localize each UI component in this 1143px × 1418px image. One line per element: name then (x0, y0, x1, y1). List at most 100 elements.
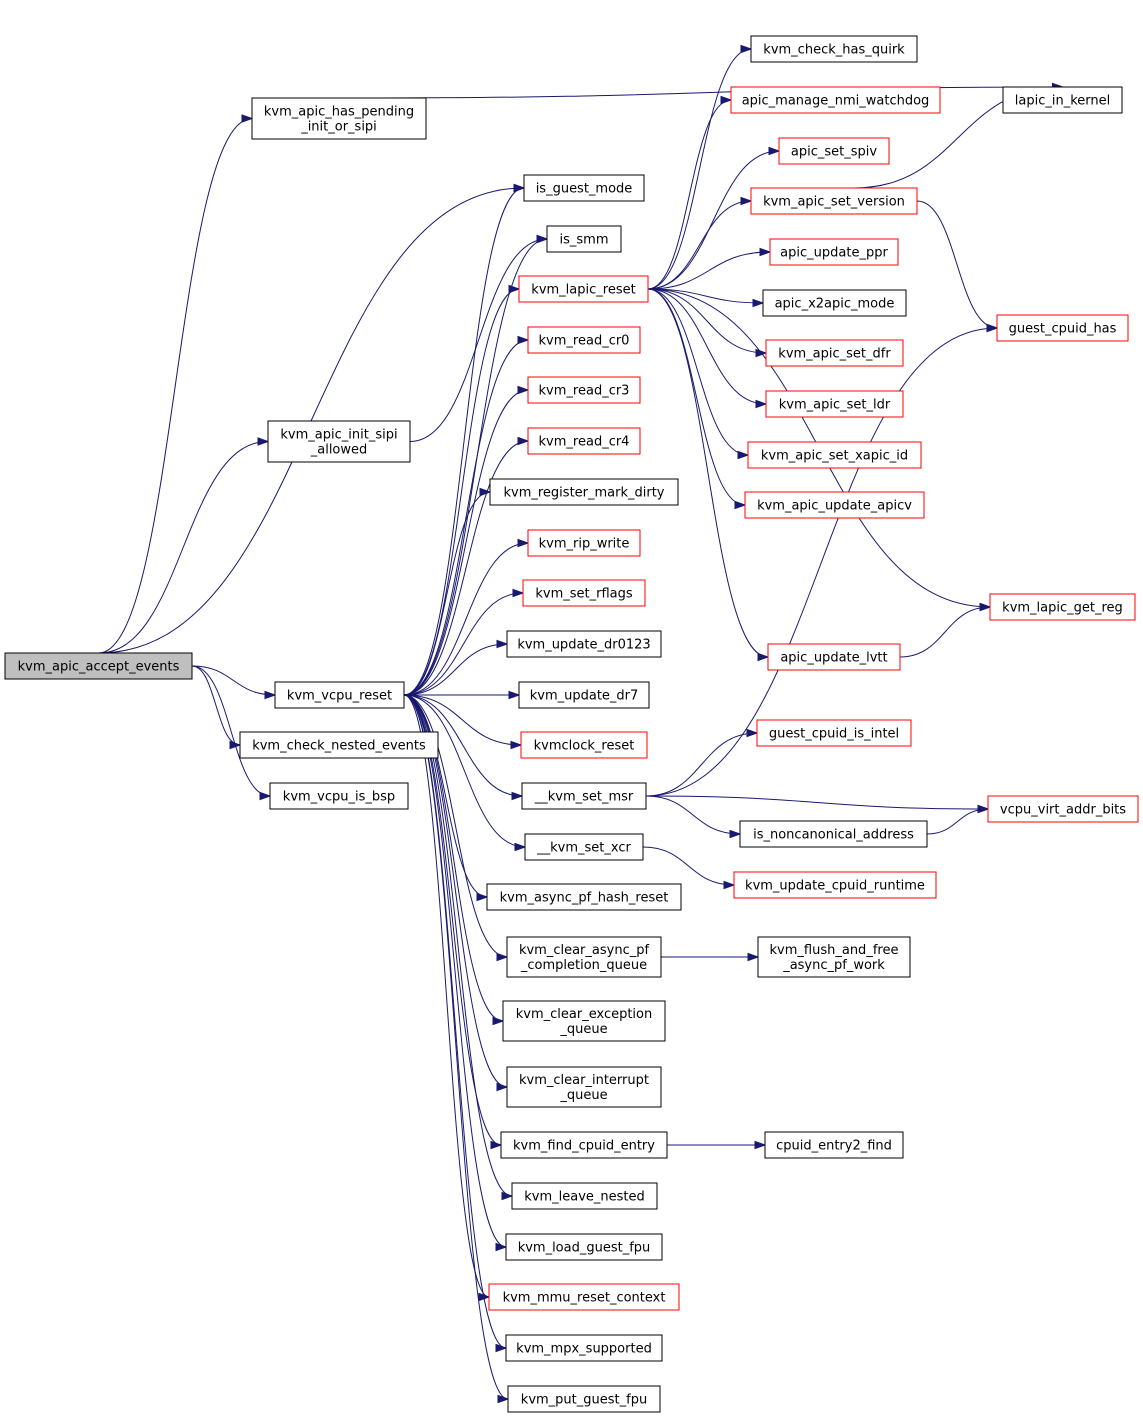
node-label: apic_set_spiv (791, 145, 877, 160)
call-edge-vcpu_reset-to-cr4 (403, 436, 530, 696)
node-label: vcpu_virt_addr_bits (1000, 803, 1126, 818)
call-edge-noncanon-to-vaddr_bits (926, 804, 990, 835)
arrowhead-icon (496, 952, 509, 962)
node-label: _queue (559, 1088, 607, 1103)
arrowhead-icon (501, 1191, 514, 1201)
node-x2apic[interactable]: apic_x2apic_mode (762, 289, 907, 317)
call-edge-vcpu_reset-to-cr0 (403, 335, 530, 696)
node-box (523, 174, 645, 202)
node-nmi-wd[interactable]: apic_manage_nmi_watchdog (730, 86, 941, 114)
edge-line (403, 592, 524, 696)
call-edge-lapic_reset-to-xapic_id (647, 288, 750, 460)
node-dr7[interactable]: kvm_update_dr7 (518, 681, 650, 709)
node-kvm-apic-has-pending-init-or-sipi[interactable]: kvm_apic_has_pending_init_or_sipi (251, 97, 427, 140)
node-label: kvm_rip_write (539, 537, 630, 552)
node-update-apicv[interactable]: kvm_apic_update_apicv (744, 491, 925, 519)
node-mmu-reset[interactable]: kvm_mmu_reset_context (488, 1283, 680, 1311)
node-get-reg[interactable]: kvm_lapic_get_reg (989, 593, 1136, 621)
node-clear-exc[interactable]: kvm_clear_exception_queue (502, 1000, 666, 1042)
node-is-guest-mode[interactable]: is_guest_mode (523, 174, 645, 202)
edge-line (403, 491, 491, 696)
node-mpx[interactable]: kvm_mpx_supported (505, 1334, 663, 1362)
node-box (730, 86, 941, 114)
node-box (527, 376, 641, 404)
node-set-ldr[interactable]: kvm_apic_set_ldr (765, 390, 904, 418)
node-guest-cpuid-has[interactable]: guest_cpuid_has (996, 314, 1129, 342)
node-set-xcr[interactable]: __kvm_set_xcr (524, 833, 644, 861)
node-box (765, 339, 904, 367)
arrowhead-icon (517, 385, 530, 395)
edge-line (403, 694, 507, 1248)
node-update-ppr[interactable]: apic_update_ppr (769, 238, 899, 266)
node-clear-async[interactable]: kvm_clear_async_pf_completion_queue (506, 936, 662, 978)
node-label: _async_pf_work (782, 958, 885, 973)
node-is-intel[interactable]: guest_cpuid_is_intel (756, 719, 912, 747)
edge-line (403, 288, 520, 696)
node-set-dfr[interactable]: kvm_apic_set_dfr (765, 339, 904, 367)
node-leave-nested[interactable]: kvm_leave_nested (511, 1182, 658, 1210)
edge-line (403, 694, 488, 898)
node-set-version[interactable]: kvm_apic_set_version (750, 187, 918, 215)
edge-line (403, 694, 513, 1197)
node-rip-write[interactable]: kvm_rip_write (527, 529, 641, 557)
node-lapic-in-kernel[interactable]: lapic_in_kernel (1002, 86, 1123, 114)
node-spiv[interactable]: apic_set_spiv (778, 137, 890, 165)
call-edge-vcpu_reset-to-clear_int (403, 694, 509, 1092)
node-box (505, 1233, 663, 1261)
node-box (767, 643, 901, 671)
node-entry2-find[interactable]: cpuid_entry2_find (764, 1131, 904, 1159)
node-label: kvm_apic_init_sipi (280, 428, 397, 443)
node-kvmclock[interactable]: kvmclock_reset (520, 731, 648, 759)
node-label: kvm_mmu_reset_context (503, 1291, 666, 1306)
node-cr0[interactable]: kvm_read_cr0 (527, 326, 641, 354)
node-cpuid-runtime[interactable]: kvm_update_cpuid_runtime (733, 871, 937, 899)
edge-line (645, 795, 741, 835)
edge-line (403, 643, 508, 696)
node-set-msr[interactable]: __kvm_set_msr (521, 782, 647, 810)
call-edge-set_msr-to-noncanon (645, 795, 742, 839)
node-flush-free[interactable]: kvm_flush_and_free_async_pf_work (757, 936, 911, 978)
node-label: kvm_clear_exception (516, 1007, 653, 1022)
node-is-bsp[interactable]: kvm_vcpu_is_bsp (269, 782, 409, 810)
call-edge-vcpu_reset-to-cr3 (403, 385, 530, 696)
node-rflags[interactable]: kvm_set_rflags (522, 579, 646, 607)
arrowhead-icon (536, 234, 549, 244)
node-xapic-id[interactable]: kvm_apic_set_xapic_id (747, 441, 922, 469)
arrowhead-icon (508, 284, 521, 294)
node-quirk[interactable]: kvm_check_has_quirk (750, 35, 918, 63)
node-find-cpuid[interactable]: kvm_find_cpuid_entry (500, 1131, 668, 1159)
node-box (757, 936, 911, 978)
node-kvm-apic-accept-events[interactable]: kvm_apic_accept_events (4, 652, 193, 680)
node-put-fpu[interactable]: kvm_put_guest_fpu (507, 1385, 661, 1413)
arrowhead-icon (496, 639, 509, 649)
call-edge-lapic_reset-to-lvtt (647, 288, 770, 662)
arrowhead-icon (517, 538, 530, 548)
call-edge-pending-to-lapic_in_kernel (358, 82, 1065, 99)
edge-line (403, 694, 523, 797)
node-noncanon[interactable]: is_noncanonical_address (739, 820, 928, 848)
node-load-fpu[interactable]: kvm_load_guest_fpu (505, 1233, 663, 1261)
node-clear-int[interactable]: kvm_clear_interrupt_queue (506, 1066, 662, 1108)
node-mark-dirty[interactable]: kvm_register_mark_dirty (489, 478, 679, 506)
node-kvm-apic-init-sipi-allowed[interactable]: kvm_apic_init_sipi_allowed (267, 420, 411, 463)
node-is-smm[interactable]: is_smm (546, 225, 622, 253)
call-edge-lvtt-to-get_reg (899, 602, 992, 658)
call-edge-lapic_reset-to-nmi_wd (647, 95, 733, 290)
node-cr4[interactable]: kvm_read_cr4 (527, 427, 641, 455)
node-async-hash[interactable]: kvm_async_pf_hash_reset (486, 883, 682, 911)
arrowhead-icon (257, 437, 270, 446)
call-edge-vcpu_reset-to-load_fpu (403, 694, 508, 1252)
node-lapic-reset[interactable]: kvm_lapic_reset (518, 275, 649, 303)
node-lvtt[interactable]: apic_update_lvtt (767, 643, 901, 671)
node-box (507, 1385, 661, 1413)
node-kvm-vcpu-reset[interactable]: kvm_vcpu_reset (274, 681, 405, 709)
node-dr0123[interactable]: kvm_update_dr0123 (506, 630, 662, 658)
node-label: kvm_find_cpuid_entry (513, 1139, 655, 1154)
node-label: kvm_apic_set_xapic_id (761, 449, 908, 464)
node-check-nested[interactable]: kvm_check_nested_events (239, 731, 439, 759)
node-cr3[interactable]: kvm_read_cr3 (527, 376, 641, 404)
node-box (989, 593, 1136, 621)
edge-line (403, 389, 529, 696)
node-vaddr-bits[interactable]: vcpu_virt_addr_bits (987, 795, 1139, 823)
node-label: _queue (559, 1022, 607, 1037)
